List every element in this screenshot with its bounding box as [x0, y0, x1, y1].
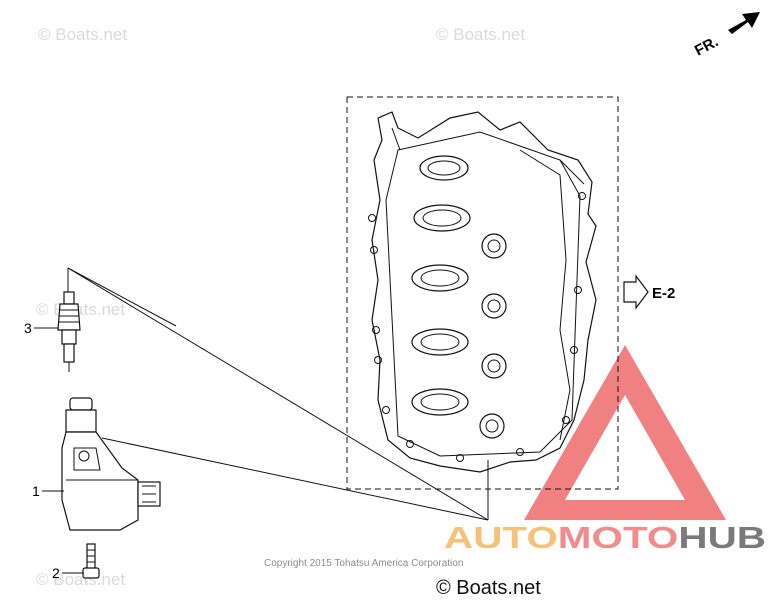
watermark-top-center: © Boats.net	[436, 25, 525, 44]
ignition-coil	[61, 397, 161, 531]
reference-arrow: E-2	[623, 274, 675, 310]
reference-label: E-2	[652, 285, 675, 302]
watermark-mid-left: © Boats.net	[36, 300, 125, 319]
bolt-holes	[368, 192, 586, 462]
brand-triangle-logo	[524, 345, 726, 520]
brand-part-moto: MOTO	[558, 520, 679, 555]
callout-number: 2	[52, 565, 60, 581]
site-watermark: © Boats.net	[436, 577, 541, 599]
intake-ports	[411, 155, 471, 416]
callout-2: 2	[52, 565, 84, 581]
watermark-top-left: © Boats.net	[38, 25, 127, 44]
callout-number: 3	[24, 320, 32, 336]
brand-part-auto: AUTO	[444, 520, 558, 555]
assembly-boundary	[346, 96, 619, 490]
callout-3: 3	[24, 320, 58, 336]
copyright-text: Copyright 2015 Tohatsu America Corporati…	[264, 558, 463, 569]
callout-number: 1	[32, 483, 40, 499]
front-direction-label: FR.	[692, 33, 721, 59]
spark-plug	[57, 291, 81, 372]
leader-lines	[67, 267, 489, 521]
valve-seats	[479, 233, 507, 439]
callout-1: 1	[32, 483, 64, 499]
watermark-bottom-left: © Boats.net	[36, 570, 125, 589]
front-direction-arrow: FR.	[692, 12, 760, 60]
brand-part-hub: HUB	[678, 520, 766, 555]
cylinder-head	[368, 111, 597, 473]
coil-bolt	[82, 543, 100, 579]
